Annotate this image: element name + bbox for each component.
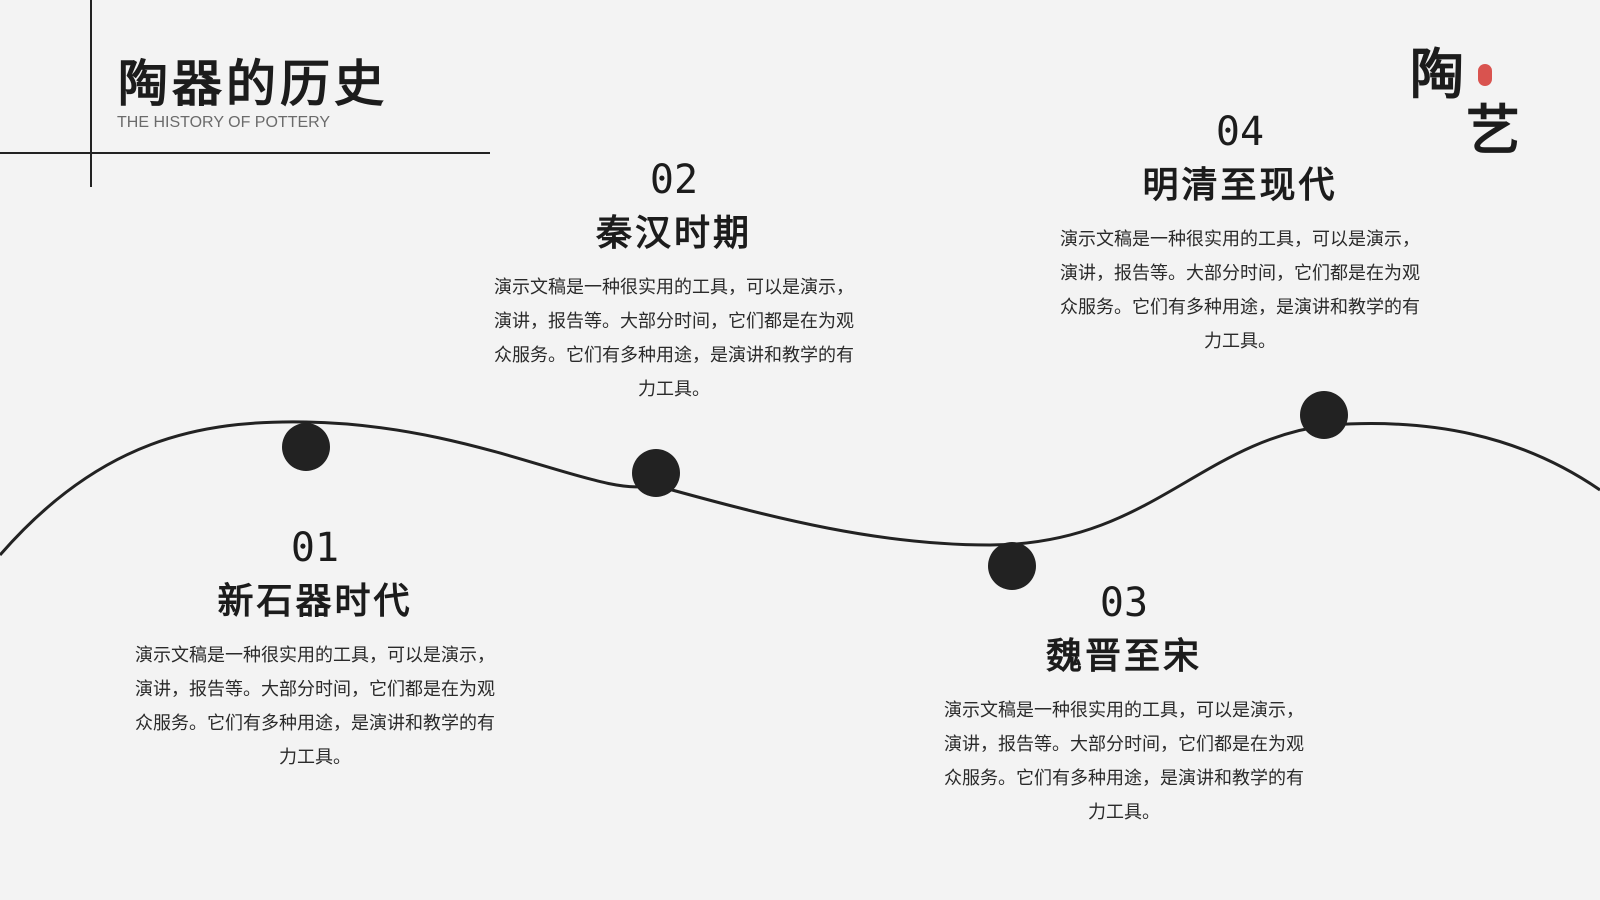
page-subtitle: THE HISTORY OF POTTERY [117, 114, 331, 131]
item-number: 02 [649, 157, 699, 203]
seal-stamp-icon [1478, 64, 1492, 86]
timeline-node-02 [632, 449, 680, 497]
item-title: 魏晋至宋 [1045, 636, 1202, 677]
item-title: 明清至现代 [1142, 165, 1338, 206]
pottery-logo: 陶 艺 [1410, 48, 1530, 164]
item-number: 04 [1215, 109, 1265, 155]
logo-char-2: 艺 [1466, 99, 1520, 162]
timeline-item-01: 01 新石器时代 演示文稿是一种很实用的工具，可以是演示，演讲，报告等。大部分时… [125, 528, 505, 775]
item-description: 演示文稿是一种很实用的工具，可以是演示，演讲，报告等。大部分时间，它们都是在为观… [135, 645, 495, 769]
timeline-node-03 [988, 542, 1036, 590]
timeline-item-04: 04 明清至现代 演示文稿是一种很实用的工具，可以是演示，演讲，报告等。大部分时… [1050, 112, 1430, 359]
item-title: 新石器时代 [217, 581, 413, 622]
timeline-node-04 [1300, 391, 1348, 439]
page-title: 陶器的历史 [118, 55, 388, 113]
header-horizontal-rule [0, 152, 490, 154]
header-vertical-rule [90, 0, 92, 187]
timeline-node-01 [282, 423, 330, 471]
item-description: 演示文稿是一种很实用的工具，可以是演示，演讲，报告等。大部分时间，它们都是在为观… [494, 277, 854, 401]
item-number: 01 [290, 525, 340, 571]
logo-char-1: 陶 [1410, 43, 1464, 106]
item-title: 秦汉时期 [595, 213, 752, 254]
item-description: 演示文稿是一种很实用的工具，可以是演示，演讲，报告等。大部分时间，它们都是在为观… [944, 700, 1304, 824]
item-description: 演示文稿是一种很实用的工具，可以是演示，演讲，报告等。大部分时间，它们都是在为观… [1060, 229, 1420, 353]
timeline-item-02: 02 秦汉时期 演示文稿是一种很实用的工具，可以是演示，演讲，报告等。大部分时间… [484, 160, 864, 407]
item-number: 03 [1099, 580, 1149, 626]
timeline-item-03: 03 魏晋至宋 演示文稿是一种很实用的工具，可以是演示，演讲，报告等。大部分时间… [934, 583, 1314, 830]
